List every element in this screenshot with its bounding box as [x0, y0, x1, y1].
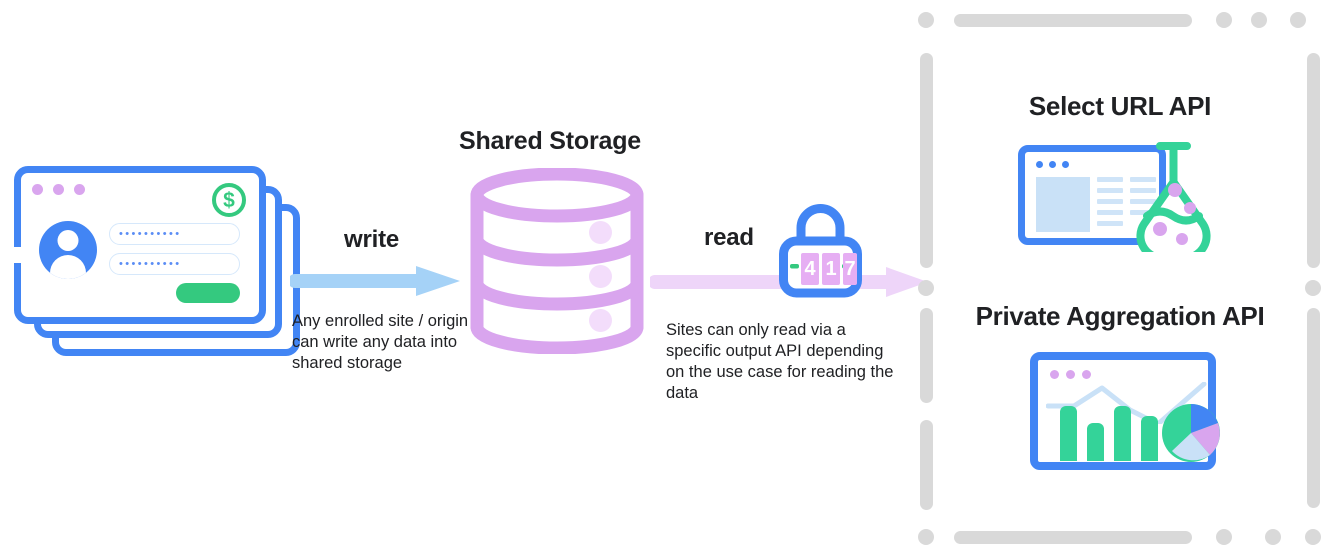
- text-line: [1130, 199, 1156, 204]
- window-dots: [32, 184, 85, 195]
- text-line: [1097, 221, 1123, 226]
- browser-dot-2: [1049, 161, 1056, 168]
- border-dash-left-2: [920, 308, 933, 403]
- password-field[interactable]: ••••••••••: [109, 253, 240, 275]
- border-dot-tl: [918, 12, 934, 28]
- dollar-symbol: $: [223, 188, 235, 212]
- border-dot-t2: [1251, 12, 1267, 28]
- write-arrow-icon: [290, 266, 460, 296]
- dashboard-dots: [1050, 370, 1091, 379]
- lock-digit-2: 1: [822, 253, 840, 285]
- text-line: [1097, 188, 1123, 193]
- browser-dot-3: [1062, 161, 1069, 168]
- bar-2: [1087, 423, 1104, 461]
- flask-icon: [1136, 142, 1211, 252]
- username-value: ••••••••••: [119, 228, 182, 240]
- border-dash-left-1: [920, 53, 933, 268]
- dashboard-dot-3: [1082, 370, 1091, 379]
- border-dot-right-mid: [1305, 280, 1321, 296]
- border-dash-left-3: [920, 420, 933, 510]
- dashboard-dot-2: [1066, 370, 1075, 379]
- content-image-block: [1036, 177, 1090, 232]
- db-dot-3: [589, 309, 612, 332]
- border-dot-t3: [1290, 12, 1306, 28]
- avatar: [39, 221, 97, 279]
- lock-digit-1: 4: [801, 253, 819, 285]
- dollar-coin-icon: $: [212, 183, 246, 217]
- border-dot-t1: [1216, 12, 1232, 28]
- write-label: write: [344, 226, 400, 253]
- browser-dots: [1036, 161, 1069, 168]
- window-dot-2: [53, 184, 64, 195]
- text-line: [1097, 199, 1123, 204]
- border-dash-right-2: [1307, 308, 1320, 508]
- username-field[interactable]: ••••••••••: [109, 223, 240, 245]
- read-label: read: [704, 224, 754, 251]
- avatar-head: [57, 230, 79, 251]
- border-dot-bl: [918, 529, 934, 545]
- output-api-panel: Select URL API Private Aggregation API: [918, 8, 1322, 547]
- text-line: [1130, 188, 1156, 193]
- browser-dot-1: [1036, 161, 1043, 168]
- pie-chart: [1162, 404, 1220, 462]
- dashboard-window: [1030, 352, 1220, 470]
- text-line: [1130, 210, 1156, 215]
- db-dot-1: [589, 221, 612, 244]
- border-dot-b2: [1265, 529, 1281, 545]
- site-card-front: $ •••••••••• ••••••••••: [11, 166, 266, 324]
- bar-4: [1141, 416, 1158, 461]
- bar-3: [1114, 406, 1131, 461]
- submit-button[interactable]: [176, 283, 240, 303]
- border-dash-right-1: [1307, 53, 1320, 268]
- dashboard-dot-1: [1050, 370, 1059, 379]
- border-dot-left-mid: [918, 280, 934, 296]
- border-dash-top: [954, 14, 1192, 27]
- avatar-body: [50, 255, 86, 279]
- site-card-stack: $ •••••••••• ••••••••••: [11, 166, 304, 366]
- text-line: [1097, 177, 1123, 182]
- border-dot-b1: [1216, 529, 1232, 545]
- border-dot-br: [1305, 529, 1321, 545]
- bar-1: [1060, 406, 1077, 461]
- window-dot-1: [32, 184, 43, 195]
- text-line: [1130, 177, 1156, 182]
- shared-storage-title: Shared Storage: [459, 127, 641, 155]
- card-notch: [11, 247, 21, 263]
- text-line: [1097, 210, 1123, 215]
- combination-lock-icon: 4 1 7: [779, 203, 862, 298]
- border-dash-bottom: [954, 531, 1192, 544]
- database-cylinder-icon: [468, 167, 646, 355]
- select-url-api-title: Select URL API: [1028, 91, 1212, 121]
- window-dot-3: [74, 184, 85, 195]
- read-caption: Sites can only read via a specific outpu…: [666, 321, 894, 402]
- password-value: ••••••••••: [119, 258, 182, 270]
- lock-digit-3: 7: [843, 253, 857, 285]
- dashboard-chart-icon: [1030, 352, 1220, 476]
- private-aggregation-api-title: Private Aggregation API: [975, 301, 1265, 331]
- browser-flask-icon: [1018, 140, 1223, 252]
- write-caption: Any enrolled site / origin can write any…: [292, 312, 469, 372]
- db-dot-2: [589, 265, 612, 288]
